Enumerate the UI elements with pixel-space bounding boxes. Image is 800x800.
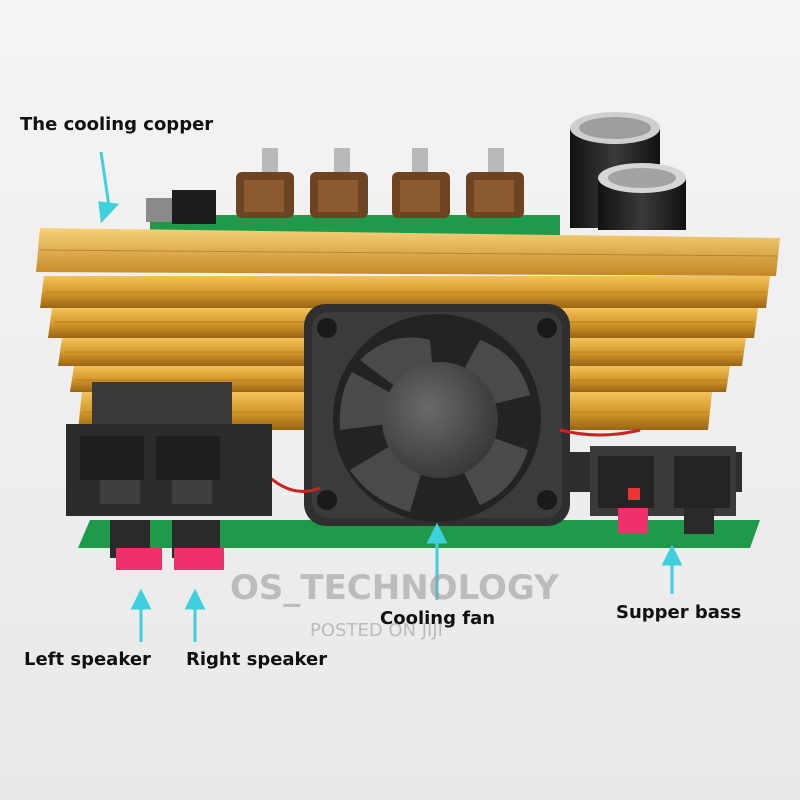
- potentiometer-3: [392, 148, 450, 218]
- potentiometer-1: [236, 148, 294, 218]
- capacitor-2: [598, 163, 686, 230]
- supper-bass-tab: [618, 508, 648, 534]
- speaker-terminals-left-right: [66, 382, 272, 570]
- capacitors: [570, 112, 686, 230]
- arrow-right-speaker: [184, 588, 206, 642]
- potentiometer-4: [466, 148, 524, 218]
- potentiometer-2: [310, 148, 368, 218]
- label-left-speaker: Left speaker: [24, 649, 151, 670]
- arrow-left-speaker: [130, 588, 152, 642]
- potentiometers: [146, 148, 524, 224]
- watermark-brand: OS_TECHNOLOGY: [230, 568, 559, 608]
- arrow-cooling-fan: [426, 522, 448, 600]
- pcb-board: [76, 215, 760, 556]
- left-speaker-tab: [116, 548, 162, 570]
- right-speaker-tab: [174, 548, 224, 570]
- annotation-arrows: [98, 151, 683, 642]
- heatsink-top-plate: [36, 228, 780, 276]
- arrow-cooling-copper: [98, 151, 120, 224]
- cooling-fan: [260, 304, 641, 526]
- watermark-posted: POSTED ON JIJI: [310, 620, 443, 641]
- rca-jack: [146, 198, 172, 222]
- fan-hub: [382, 362, 498, 478]
- arrow-supper-bass: [661, 544, 683, 594]
- label-supper-bass: Supper bass: [616, 602, 742, 623]
- label-right-speaker: Right speaker: [186, 649, 328, 670]
- input-connector: [172, 190, 216, 224]
- subwoofer-terminal: [566, 446, 742, 534]
- label-cooling-fan: Cooling fan: [380, 608, 496, 629]
- label-cooling-copper: The cooling copper: [20, 114, 214, 135]
